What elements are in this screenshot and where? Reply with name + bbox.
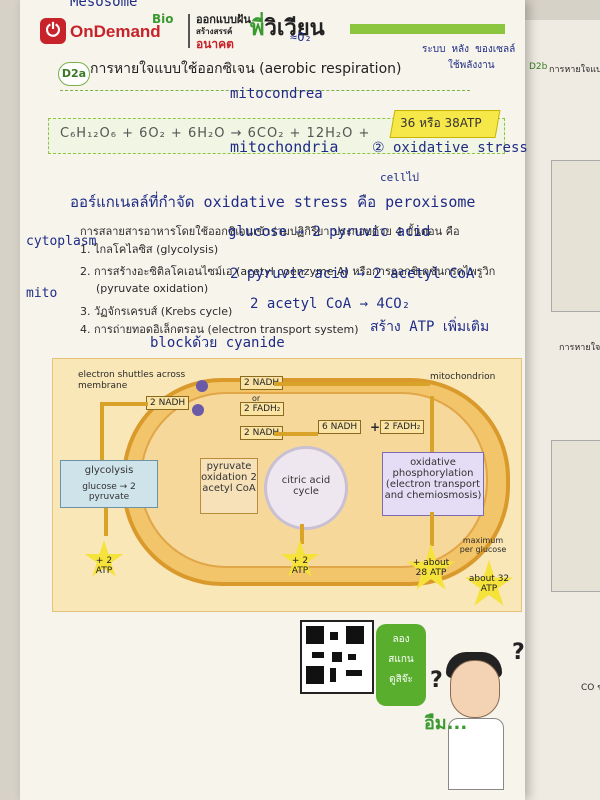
character-body — [448, 718, 504, 790]
flow-arrow — [100, 402, 104, 460]
brand2-line2: สร้างสรรค์ — [196, 27, 233, 36]
section-badge: D2a — [58, 62, 90, 86]
hw-oxidative: ② oxidative stress — [372, 140, 528, 156]
shuttle-protein-2 — [192, 404, 204, 416]
scan-speech-bubble: ลอง สแกน ดูสิจ๊ะ — [376, 624, 426, 706]
or-label: or — [252, 394, 261, 403]
power-icon: ⏻ — [40, 18, 66, 44]
flow-arrow — [274, 382, 430, 386]
citric-acid-label: citric acid cycle — [281, 475, 331, 497]
speech-line-3: ดูสิจ๊ะ — [389, 674, 413, 685]
flow-arrow — [100, 402, 148, 406]
question-mark-icon: ? — [512, 640, 525, 665]
hw-o2: ≈O₂ — [290, 30, 312, 44]
header-accent-bar — [350, 24, 505, 34]
brand-name: OnDemand — [70, 22, 161, 41]
brand2-line3: อนาคต — [196, 37, 234, 51]
hw-block-cyanide: blockด้วย cyanide — [150, 335, 285, 351]
fadh2-box-1: 2 FADH₂ — [240, 402, 285, 416]
glycolysis-box: glycolysis glucose → 2 pyruvate — [60, 460, 158, 508]
atp-arrow-3 — [430, 512, 434, 546]
step-1: 1. ไกลโคไลซิส (glycolysis) — [80, 243, 219, 256]
right-page-heading: การหายใจแบบไ — [549, 65, 600, 75]
atp-yield-4: about 32 ATP — [468, 574, 510, 594]
hw-acetyl: 2 acetyl CoA → 4CO₂ — [250, 296, 411, 312]
right-page-figure-2 — [551, 440, 600, 592]
hw-cellular: cellไป — [380, 171, 420, 184]
question-mark-icon: ? — [430, 668, 443, 693]
atp-yield-text: 36 หรือ 38ATP — [400, 116, 482, 130]
hw-mitochondria: mitochondria — [230, 138, 339, 156]
hw-note-right1: ระบบ หลัง ของเซลล์ — [422, 44, 516, 55]
step-4: 4. การถ่ายทอดอิเล็กตรอน (electron transp… — [80, 323, 359, 336]
fadh2-box-2: 2 FADH₂ — [380, 420, 425, 434]
nadh-box-1: 2 NADH — [146, 396, 190, 410]
glycolysis-title: glycolysis — [84, 465, 134, 476]
hw-mito-word: mitocondrea — [230, 86, 323, 102]
atp-arrow-1 — [104, 508, 108, 536]
hw-mito-short: mito — [26, 286, 58, 301]
max-per-glucose: maximum per glucose — [459, 536, 507, 554]
hw-atp-note: สร้าง ATP เพิ่มเติม — [370, 319, 490, 335]
section-title: การหายใจแบบใช้ออกซิเจน (aerobic respirat… — [90, 61, 402, 77]
nadh-box-2: 2 NADH — [240, 376, 284, 390]
intro-text: การสลายสารอาหารโดยใช้ออกซิเจนเข้าร่วมปฏิ… — [80, 225, 460, 238]
pyruvate-oxidation-box: pyruvate oxidation 2 acetyl CoA — [200, 458, 258, 514]
hw-peroxisome-line: ออร์แกเนลล์ที่กำจัด oxidative stress คือ… — [70, 193, 476, 211]
atp-yield-2: + 2 ATP — [291, 556, 309, 576]
header-divider — [188, 14, 190, 48]
atp-yield-1: + 2 ATP — [95, 556, 113, 576]
author-logo: พี่วิเวียน — [250, 10, 325, 45]
speech-line-1: ลอง — [392, 634, 410, 645]
character-face — [450, 660, 500, 718]
qr-code[interactable] — [300, 620, 374, 694]
nadh-box-4: 6 NADH — [318, 420, 362, 434]
step-2: 2. การสร้างอะซิติลโคเอนไซม์เอ (acetyl co… — [80, 265, 496, 278]
hw-note-right2: ใช้พลังงาน — [448, 60, 495, 71]
hw-pyruvic: 2 pyruvic acid → 2 acetyl CoA — [230, 266, 475, 282]
right-page-text-2: CO ของ — [581, 683, 600, 693]
atp-yield-3: + about 28 ATP — [412, 558, 450, 578]
subject-label: Bio — [152, 12, 174, 26]
brand2-logo: ออกแบบฝัน สร้างสรรค์ อนาคต — [196, 13, 251, 51]
step-3: 3. วัฏจักรเครบส์ (Krebs cycle) — [80, 305, 233, 318]
hmm-exclaim: อืม... — [424, 713, 468, 734]
equation-text: C₆H₁₂O₆ + 6O₂ + 6H₂O → 6CO₂ + 12H₂O + — [60, 126, 371, 141]
electron-shuttles-label: electron shuttles across membrane — [78, 370, 186, 391]
mitochondrion-label: mitochondrion — [430, 372, 496, 382]
brand2-line1: ออกแบบฝัน — [196, 13, 251, 26]
step-2-sub: (pyruvate oxidation) — [96, 282, 209, 295]
oxphos-box: oxidative phosphorylation (electron tran… — [382, 452, 484, 516]
hw-glucose: glucose → 2 pyruvic acid — [228, 224, 431, 240]
flow-arrow — [430, 396, 434, 452]
section-underline — [60, 90, 470, 91]
right-page-figure — [551, 160, 600, 312]
author-prefix: พี่ — [250, 16, 265, 41]
citric-acid-cycle: citric acid cycle — [264, 446, 348, 530]
hw-mesosome: Mesosome — [70, 0, 138, 10]
flow-arrow — [274, 432, 318, 436]
shuttle-protein-1 — [196, 380, 208, 392]
author-name: วิเวียน — [264, 16, 325, 41]
speech-line-2: สแกน — [388, 654, 414, 665]
right-page-badge: D2b — [529, 62, 548, 72]
glycolysis-body: glucose → 2 pyruvate — [82, 482, 136, 502]
ondemand-logo: ⏻ OnDemand Bio — [40, 12, 180, 50]
cartoon-character — [440, 640, 510, 790]
hw-cytoplasm: cytoplasm — [26, 234, 97, 249]
plus-sign: + — [370, 420, 381, 434]
right-page-text: การหายใจ — [559, 343, 600, 353]
adjacent-page: D2b การหายใจแบบไ การหายใจ CO ของ — [520, 20, 600, 800]
atp-arrow-2 — [300, 524, 304, 544]
